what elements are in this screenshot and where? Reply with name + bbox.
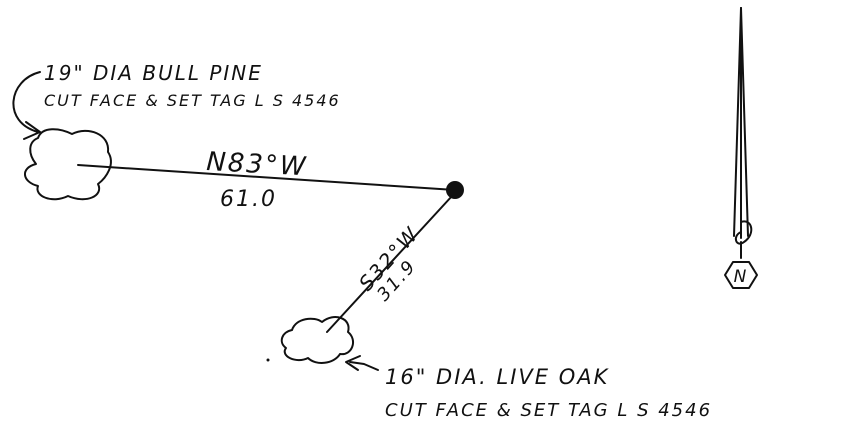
north-letter: N — [734, 267, 749, 287]
bearing1-distance: 61.0 — [220, 187, 277, 212]
bearing-line-2 — [326, 195, 453, 333]
live-oak-outline — [280, 316, 355, 364]
north-arrow: N — [724, 7, 758, 289]
center-monument — [446, 181, 464, 199]
bearing-line-1 — [77, 164, 456, 191]
stray-dot — [266, 358, 270, 362]
bull-pine-outline — [24, 128, 112, 201]
tree2-leader-arrow — [345, 355, 379, 371]
bearing1-direction: N83°W — [206, 147, 309, 182]
north-hexagon-icon — [724, 261, 758, 289]
tree1-label-line2: CUT FACE & SET TAG L S 4546 — [44, 91, 341, 110]
tree1-label-line1: 19" DIA BULL PINE — [44, 61, 263, 85]
tree1-leader-arrow — [12, 71, 41, 140]
tree2-label-line2: CUT FACE & SET TAG L S 4546 — [385, 400, 712, 421]
tree2-label-line1: 16" DIA. LIVE OAK — [385, 365, 610, 389]
